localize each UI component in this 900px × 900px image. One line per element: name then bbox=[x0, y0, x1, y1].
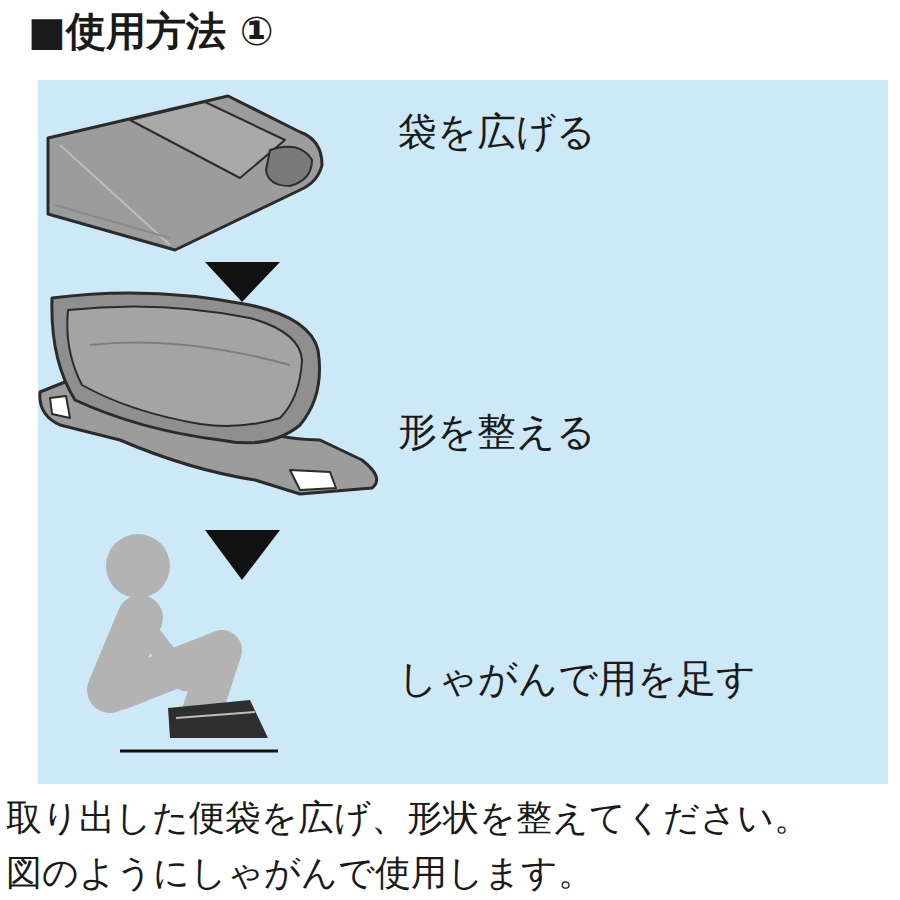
down-arrow bbox=[205, 530, 280, 580]
folded-bag bbox=[48, 96, 322, 250]
squatting-person bbox=[106, 534, 222, 718]
caption: 取り出した便袋を広げ、形状を整えてください。 図のようにしゃがんで使用します。 bbox=[6, 790, 886, 900]
step-label: しゃがんで用を足す bbox=[398, 652, 756, 706]
step-label: 袋を広げる bbox=[398, 105, 596, 159]
step-label: 形を整える bbox=[398, 405, 596, 459]
opened-bag bbox=[40, 293, 377, 494]
page-title: ■使用方法 ① bbox=[28, 4, 274, 59]
down-arrow bbox=[205, 262, 280, 302]
toilet-bag bbox=[120, 700, 278, 751]
background-panel bbox=[38, 80, 888, 784]
